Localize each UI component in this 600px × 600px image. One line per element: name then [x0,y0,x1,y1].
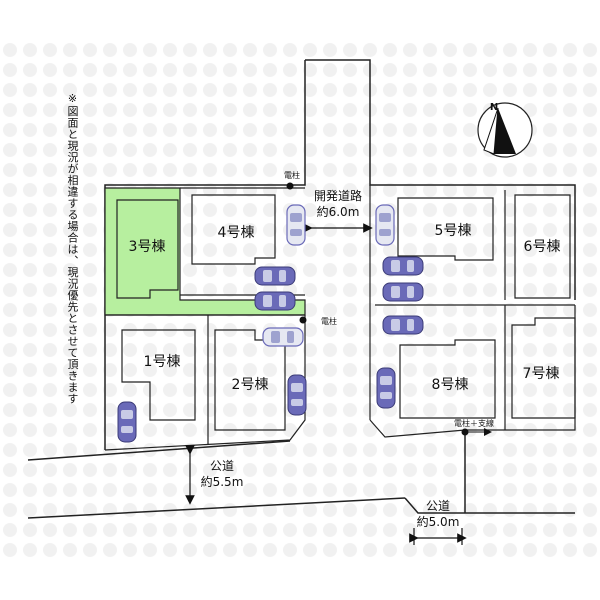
dimension-arrows [185,223,467,545]
lot-label: 8号棟 [432,377,469,393]
disclaimer-note: ※図面と現況が相違する場合は、現況優先とさせて頂きます [66,92,79,405]
lot-label: 4号棟 [218,225,255,241]
pole-mid-label: 電柱 [321,316,337,326]
car-icon [286,204,306,246]
public-road-a-width: 約5.5m [201,474,244,489]
car-icon [382,282,424,302]
lot-label: 2号棟 [232,377,269,393]
pole-support-label: 電柱＋支線 [454,418,494,428]
public-road-a-name: 公道 [210,459,234,473]
lot-label: 6号棟 [524,239,561,255]
car-icon [376,367,396,409]
lot-outlines-left [104,187,306,451]
car-icon [254,291,296,311]
public-road-b-name: 公道 [426,499,450,513]
car-icon [382,315,424,335]
lot-labels: 3号棟 4号棟 1号棟 2号棟 5号棟 6号棟 8号棟 7号棟 [129,223,561,393]
public-road-b-width: 約5.0m [417,514,460,529]
dev-road-width: 約6.0m [317,204,360,219]
north-label: N [490,102,498,113]
public-roads [27,432,575,519]
car-icon [382,256,424,276]
lot-label: 1号棟 [144,354,181,370]
north-compass-icon [477,102,533,158]
lot-label: 5号棟 [435,223,472,239]
lot-label: 3号棟 [129,239,166,255]
utility-poles [286,182,492,436]
pole-top-label: 電柱 [284,170,300,180]
car-icon [287,374,307,416]
road-labels: 開発道路 約6.0m 公道 約5.5m 公道 約5.0m 電柱 電柱 電柱＋支線… [201,102,499,529]
dev-road-name: 開発道路 [314,188,362,203]
pole-top-marker [286,182,294,190]
car-icon [254,266,296,286]
lot-label: 7号棟 [523,366,560,382]
pole-mid-marker [299,316,307,324]
car-icon [262,327,304,347]
car-icon [375,204,395,246]
car-icon [117,401,137,443]
